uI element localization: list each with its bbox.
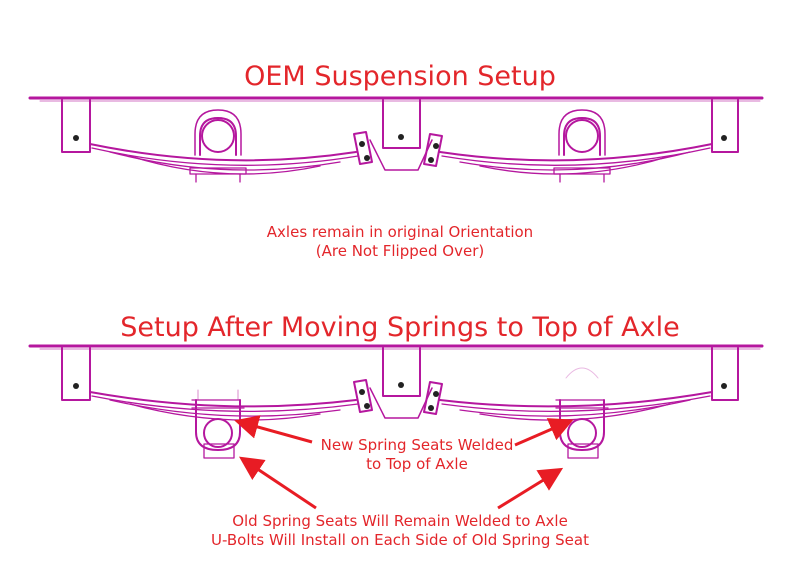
new-seats-note-line1: New Spring Seats Welded <box>320 436 514 454</box>
arrow-old-seat-right <box>497 467 564 510</box>
arrow-new-seat-left <box>234 415 313 444</box>
orientation-note-line2: (Are Not Flipped Over) <box>315 242 485 260</box>
old-seats-note-line1: Old Spring Seats Will Remain Welded to A… <box>232 512 568 530</box>
old-seats-note: Old Spring Seats Will Remain Welded to A… <box>0 512 800 550</box>
oem-suspension-drawing <box>28 96 764 183</box>
new-seats-note-line2: to Top of Axle <box>366 455 468 473</box>
arrow-old-seat-left <box>239 456 317 510</box>
after-setup-title: Setup After Moving Springs to Top of Axl… <box>120 312 680 343</box>
modified-suspension-drawing <box>28 344 764 459</box>
orientation-note: Axles remain in original Orientation (Ar… <box>0 223 800 261</box>
old-seats-note-line2: U-Bolts Will Install on Each Side of Old… <box>211 531 589 549</box>
oem-setup-title: OEM Suspension Setup <box>244 61 556 92</box>
new-seats-note: New Spring Seats Welded to Top of Axle <box>312 436 522 474</box>
arrow-new-seat-right <box>514 418 574 447</box>
orientation-note-line1: Axles remain in original Orientation <box>266 223 534 241</box>
